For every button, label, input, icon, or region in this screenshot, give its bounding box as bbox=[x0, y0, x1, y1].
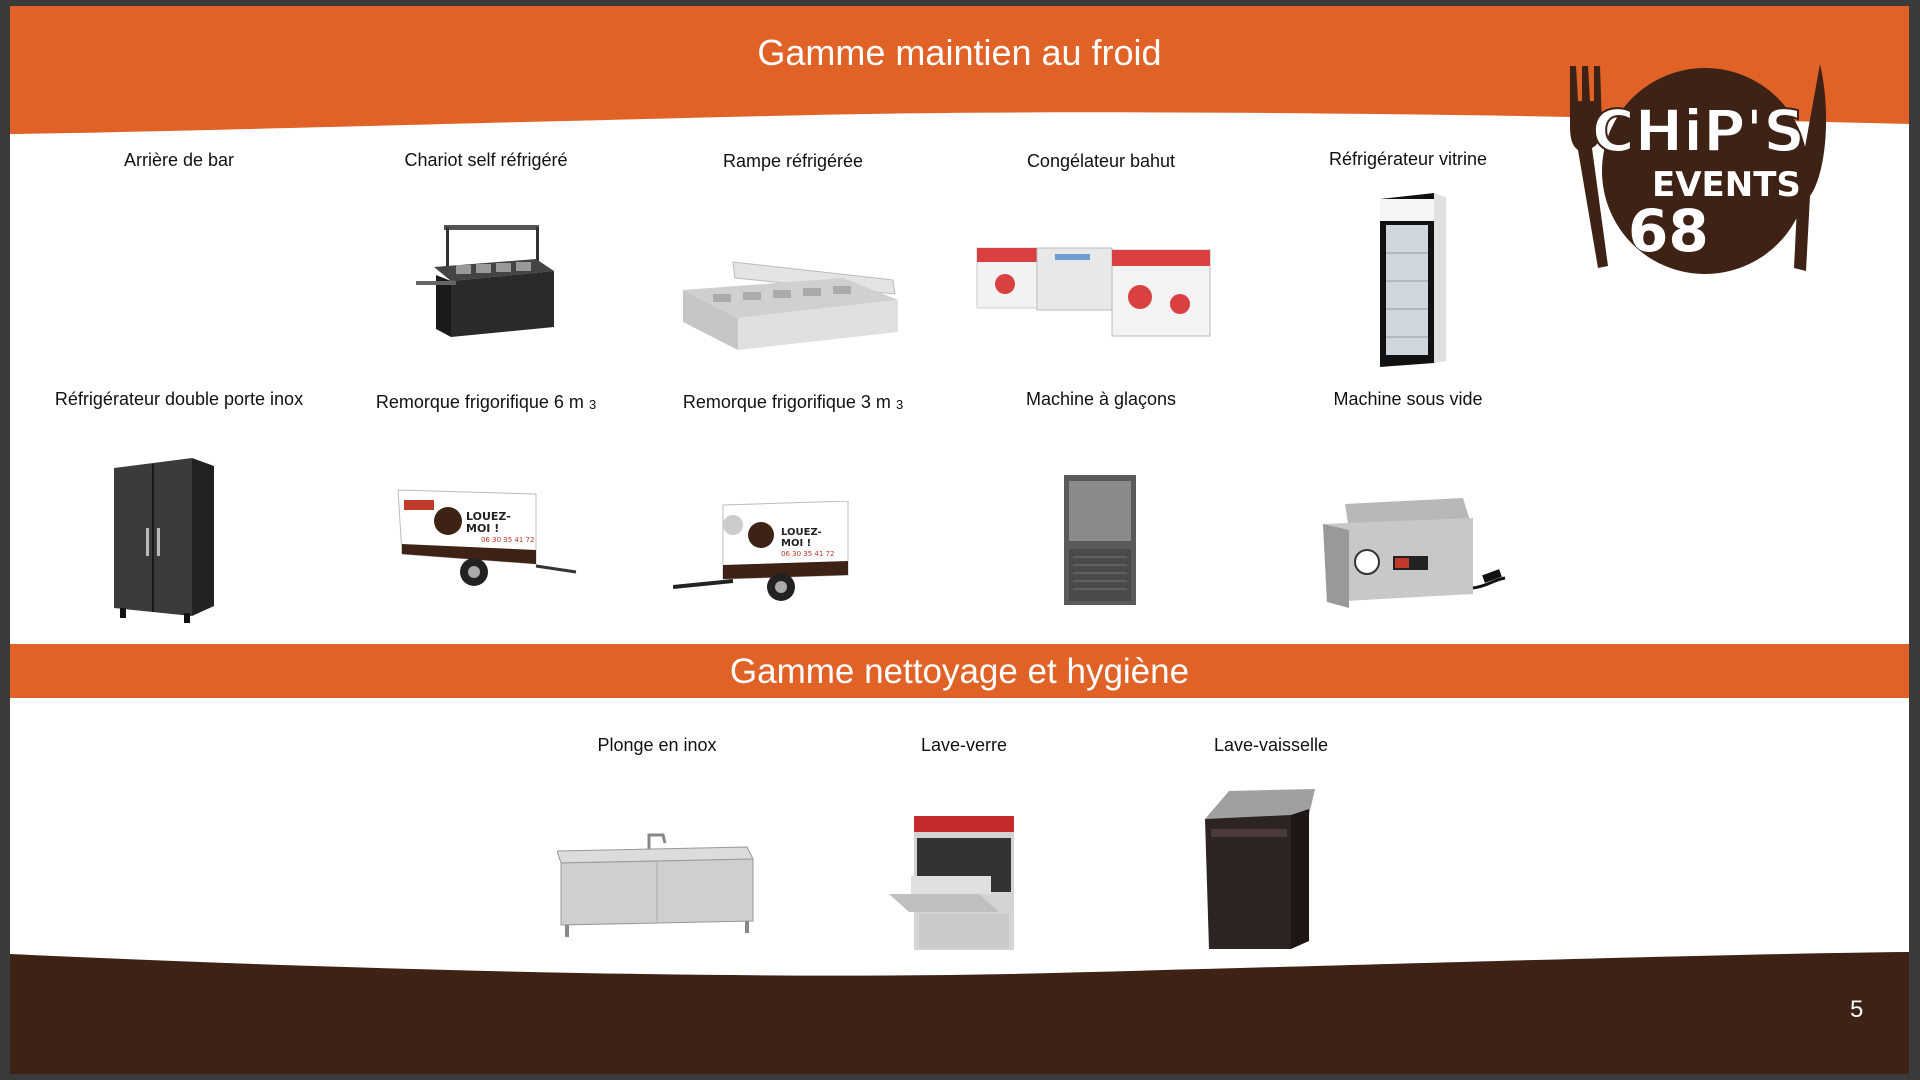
display-fridge-image bbox=[1380, 193, 1446, 367]
item-label: Arrière de bar bbox=[123, 150, 235, 170]
ice-machine-image bbox=[1064, 475, 1136, 605]
steel-sink-image bbox=[557, 833, 754, 937]
trailer-moi-text: MOI ! bbox=[466, 522, 499, 535]
chest-freezer-image bbox=[976, 247, 1211, 337]
item-label: Remorque frigorifique 3 m 3 bbox=[643, 391, 943, 415]
item-label: Plonge en inox bbox=[597, 735, 717, 755]
slide: Gamme maintien au froid CHiP'S EVENTS 68… bbox=[10, 6, 1909, 1074]
item-label: Lave-vaisselle bbox=[1213, 735, 1329, 755]
fridge-trailer-image: LOUEZ- MOI ! 06 30 35 41 72 bbox=[397, 489, 577, 586]
item-label: Réfrigérateur double porte inox bbox=[54, 389, 304, 409]
item-chariot-self: Chariot self réfrigéré bbox=[336, 149, 636, 349]
item-label-text: Remorque frigorifique 3 m bbox=[682, 392, 891, 412]
item-rampe: Rampe réfrigérée bbox=[643, 150, 943, 350]
item-lave-verre: Lave-verre bbox=[814, 734, 1114, 954]
item-double-porte: Réfrigérateur double porte inox bbox=[29, 388, 329, 628]
item-label: Machine sous vide bbox=[1333, 389, 1483, 409]
trailer-moi-text-2: MOI ! bbox=[781, 538, 811, 549]
trailer-louez-text-2: LOUEZ- bbox=[781, 527, 822, 538]
section-band-cleaning: Gamme nettoyage et hygiène bbox=[10, 644, 1909, 698]
item-remorque-6m: Remorque frigorifique 6 m 3 LOUEZ- MOI !… bbox=[336, 391, 636, 631]
logo-text-events: EVENTS bbox=[1652, 165, 1801, 205]
item-sous-vide: Machine sous vide bbox=[1258, 388, 1558, 628]
item-machine-glacons: Machine à glaçons bbox=[951, 388, 1251, 628]
trailer-phone-text-2: 06 30 35 41 72 bbox=[781, 550, 834, 558]
small-fridge-trailer-image: LOUEZ- MOI ! 06 30 35 41 72 bbox=[673, 501, 849, 601]
double-door-fridge-image bbox=[114, 458, 214, 623]
item-label: Rampe réfrigérée bbox=[722, 151, 864, 171]
bottom-brown-band bbox=[10, 952, 1909, 1074]
item-congelateur: Congélateur bahut bbox=[951, 150, 1251, 350]
section-title-cleaning: Gamme nettoyage et hygiène bbox=[729, 652, 1190, 691]
item-label: Machine à glaçons bbox=[1025, 389, 1177, 409]
item-label: Congélateur bahut bbox=[1026, 151, 1176, 171]
item-label: Chariot self réfrigéré bbox=[404, 150, 568, 170]
item-label-text: Remorque frigorifique 6 m bbox=[375, 392, 584, 412]
item-label: Lave-verre bbox=[920, 735, 1008, 755]
page-number: 5 bbox=[1850, 996, 1864, 1023]
vacuum-machine-image bbox=[1323, 498, 1506, 608]
trailer-louez-text: LOUEZ- bbox=[466, 510, 511, 523]
chips-events-logo: CHiP'S EVENTS 68 bbox=[1570, 64, 1827, 274]
unit-superscript: 3 bbox=[895, 397, 904, 412]
logo-text-68: 68 bbox=[1628, 197, 1709, 265]
refrigerated-rail-image bbox=[683, 261, 898, 350]
item-plonge: Plonge en inox bbox=[507, 734, 807, 937]
item-lave-vaisselle: Lave-vaisselle bbox=[1121, 734, 1421, 954]
item-label: Remorque frigorifique 6 m 3 bbox=[336, 391, 636, 415]
dishwasher-image bbox=[1205, 789, 1315, 949]
trailer-phone-text: 06 30 35 41 72 bbox=[481, 536, 534, 544]
item-remorque-3m: Remorque frigorifique 3 m 3 LOUEZ- MOI !… bbox=[643, 391, 943, 631]
unit-superscript: 3 bbox=[588, 397, 597, 412]
section-title-cold: Gamme maintien au froid bbox=[757, 32, 1162, 73]
refrigerated-cart-image bbox=[416, 225, 554, 337]
logo-text-chips: CHiP'S bbox=[1592, 97, 1805, 165]
top-orange-band bbox=[10, 6, 1909, 134]
item-arriere-de-bar: Arrière de bar bbox=[29, 149, 329, 349]
item-vitrine: Réfrigérateur vitrine bbox=[1258, 148, 1558, 368]
glass-washer-image bbox=[889, 816, 1014, 950]
item-label: Réfrigérateur vitrine bbox=[1328, 149, 1488, 169]
